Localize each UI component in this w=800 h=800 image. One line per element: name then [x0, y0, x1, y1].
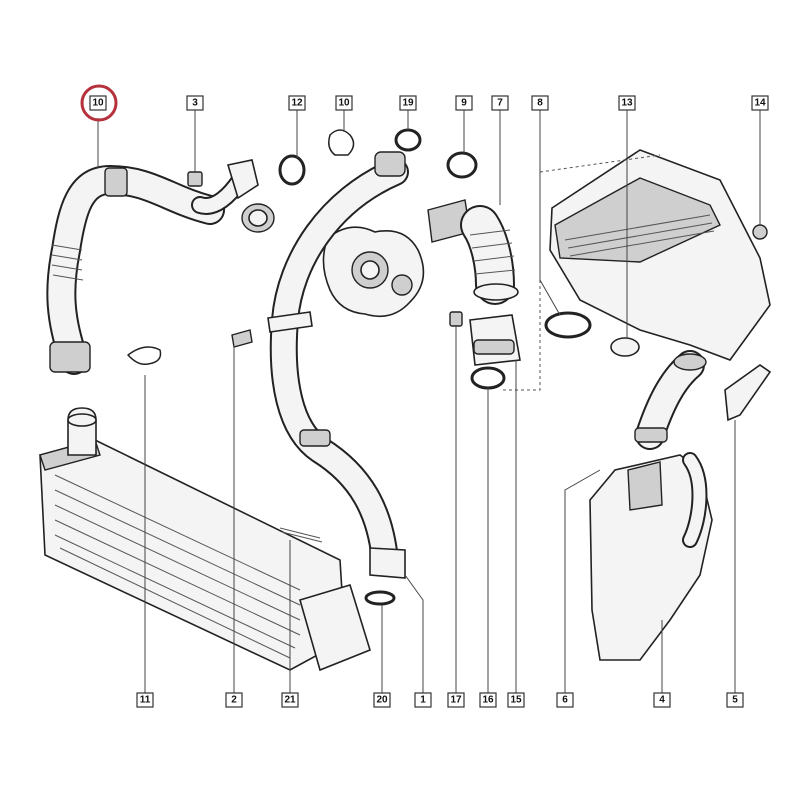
- callout-text: 11: [140, 695, 151, 706]
- callout-text: 14: [754, 98, 766, 109]
- callout-5: 5: [726, 692, 744, 708]
- callout-6: 6: [556, 692, 574, 708]
- callout-text: 6: [562, 695, 568, 706]
- callout-text: 15: [510, 695, 522, 706]
- metal-pipe-12: [191, 159, 275, 233]
- callout-12: 12: [288, 95, 306, 111]
- callout-15: 15: [507, 692, 525, 708]
- callout-text: 21: [284, 695, 296, 706]
- bracket-pipe: [267, 311, 313, 333]
- callout-13: 13: [618, 95, 636, 111]
- callout-11: 11: [136, 692, 154, 708]
- callout-14: 14: [751, 95, 769, 111]
- resonator-4: [589, 452, 713, 661]
- hose-clamp-8: [544, 311, 592, 339]
- o-ring-19: [394, 128, 422, 152]
- bolt-17: [449, 311, 463, 327]
- callout-text: 19: [402, 98, 414, 109]
- callout-text: 3: [192, 98, 198, 109]
- callout-text: 4: [659, 695, 665, 706]
- intercooler-fins: [54, 474, 301, 659]
- hose-left: [46, 165, 225, 375]
- air-filter-housing: [549, 149, 771, 361]
- callout-4: 4: [653, 692, 671, 708]
- callout-7: 7: [491, 95, 509, 111]
- hose-clamp-12: [278, 154, 306, 186]
- callout-20: 20: [373, 692, 391, 708]
- callout-17: 17: [447, 692, 465, 708]
- callout-8: 8: [531, 95, 549, 111]
- callout-text: 10: [338, 98, 350, 109]
- bolt-14: [752, 224, 768, 240]
- intercooler: [39, 407, 371, 672]
- callout-19: 19: [399, 95, 417, 111]
- highlight-circle: [80, 84, 118, 122]
- callout-16: 16: [479, 692, 497, 708]
- callout-2: 2: [225, 692, 243, 708]
- callout-text: 12: [291, 98, 303, 109]
- hose-main: [269, 151, 409, 579]
- callout-text: 10: [92, 98, 104, 109]
- hose-clip: [127, 346, 162, 366]
- callout-3: 3: [186, 95, 204, 111]
- callout-text: 16: [482, 695, 494, 706]
- turbocharger: [322, 226, 425, 318]
- callout-text: 20: [376, 695, 388, 706]
- callout-text: 9: [461, 98, 467, 109]
- clip-10-upper: [328, 129, 355, 156]
- callout-text: 2: [231, 695, 237, 706]
- callout-9: 9: [455, 95, 473, 111]
- bolt-2: [231, 329, 253, 348]
- callout-10-clip: 10: [335, 95, 353, 111]
- callout-text: 1: [420, 695, 426, 706]
- hose-clamp-9: [446, 151, 478, 179]
- callout-text: 17: [450, 695, 462, 706]
- callout-1: 1: [414, 692, 432, 708]
- hose-6: [634, 350, 707, 450]
- air-duct-7: [427, 199, 519, 305]
- o-ring-20: [364, 590, 396, 606]
- callout-text: 5: [732, 695, 738, 706]
- bracket-5: [724, 364, 772, 422]
- connector-15: [469, 314, 521, 366]
- grommet-13: [610, 337, 640, 357]
- leader-lines: [97, 110, 761, 693]
- callout-10-main: 10: [89, 95, 107, 111]
- bracket-21: [279, 527, 323, 543]
- callout-text: 13: [621, 98, 633, 109]
- o-ring-16: [470, 366, 506, 390]
- bolt-3: [187, 171, 203, 187]
- callout-text: 8: [537, 98, 543, 109]
- callout-text: 7: [497, 98, 503, 109]
- filter-pleats: [564, 214, 715, 257]
- callout-21: 21: [281, 692, 299, 708]
